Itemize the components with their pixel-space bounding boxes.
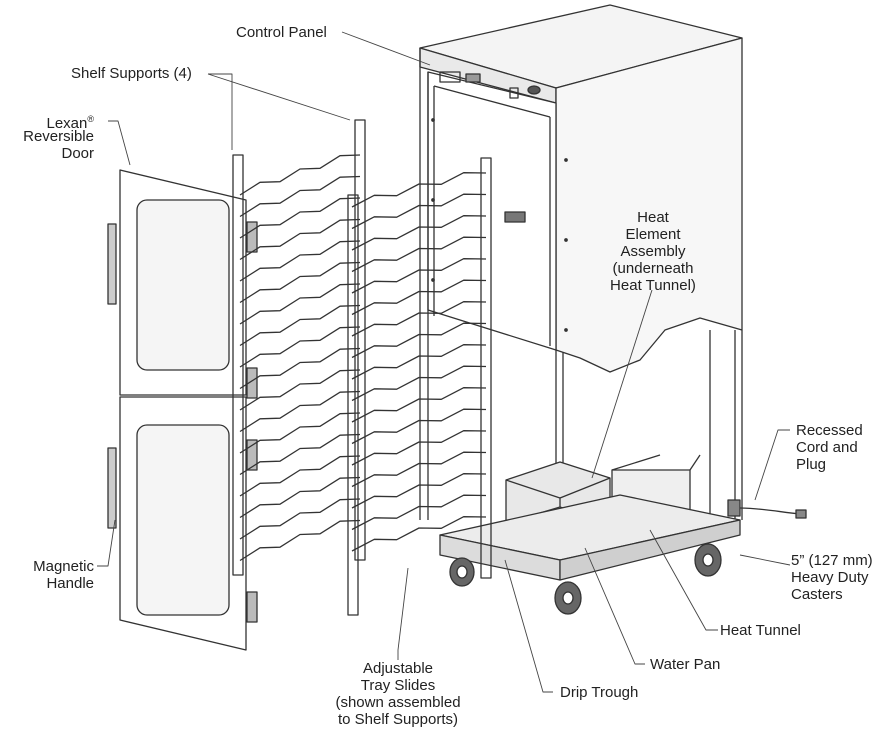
tray-slide-rail-left [239,326,361,368]
label-shelf-supports: Shelf Supports (4) [71,65,192,82]
label-magnetic-line2: Handle [46,575,94,592]
cabinet-body [419,4,807,581]
tray-slide-rail-left [239,283,361,325]
tray-slide-rail-right [351,193,487,230]
leader-lines [97,31,791,693]
tray-slide-rail-left [239,218,361,261]
tray-slide-rail-left [239,369,361,411]
label-water-pan: Water Pan [650,656,721,673]
tray-slide-rail-left [239,175,361,218]
label-heat-element-line1: Heat [637,209,669,226]
label-tray-line2: Tray Slides [360,677,436,694]
tray-slide-rail-left [239,433,361,476]
tray-slide-rail-left [239,347,361,390]
tray-slide-rail-left [239,304,361,347]
tray-slides [239,154,487,562]
registered-mark: ® [87,114,94,124]
label-heat-element-line3: Assembly [620,243,686,260]
label-heat-tunnel: Heat Tunnel [720,622,801,639]
label-control-panel: Control Panel [236,24,327,41]
label-casters-line3: Casters [791,586,843,603]
label-heat-element-line4: (underneath [612,260,694,277]
label-heat-element-line2: Element [625,226,681,243]
label-recessed-line2: Cord and [796,439,858,456]
tray-slide-rail-left [239,154,361,196]
tray-slide-rail-right [351,451,487,488]
tray-slide-rail-right [351,387,487,423]
shelf-supports [232,119,492,616]
label-lexan-door-line3: Door [61,145,94,162]
tray-slide-rail-left [239,519,361,562]
tray-slide-rail-left [239,476,361,519]
tray-slide-rail-left [239,390,361,433]
tray-slide-rail-right [351,473,487,509]
tray-slide-rail-right [351,430,487,466]
tray-slide-rail-right [351,516,487,552]
label-lexan-door-line1: Lexan® [10,111,94,132]
tray-slide-rail-left [239,412,361,454]
tray-slide-rail-left [239,261,361,304]
label-lexan-door-line2: Reversible [23,128,94,145]
tray-slide-rail-left [239,240,361,282]
label-casters-line2: Heavy Duty [791,569,869,586]
tray-slide-rail-right [351,215,487,251]
label-drip-trough: Drip Trough [560,684,639,701]
tray-slide-rail-right [351,258,487,294]
tray-slide-rail-left [239,197,361,239]
label-tray-line4: to Shelf Supports) [337,711,459,728]
casters [449,543,722,615]
label-recessed-line3: Plug [796,456,827,473]
tray-slide-rail-right [351,344,487,380]
label-heat-element-line5: Heat Tunnel) [610,277,696,294]
tray-slide-rail-right [351,301,487,337]
tray-slide-rail-right [351,322,487,359]
label-recessed-line1: Recessed [796,422,863,439]
tray-slide-rail-right [351,236,487,273]
tray-slide-rail-left [239,455,361,497]
tray-slide-rail-right [351,365,487,402]
lexan-door [107,169,258,651]
tray-slide-rail-right [351,279,487,316]
tray-slide-rail-left [239,498,361,540]
tray-slide-rail-right [351,494,487,531]
label-tray-line3: (shown assembled [335,694,461,711]
tray-slide-rail-right [351,172,487,208]
tray-slide-rail-right [351,408,487,445]
label-tray-line1: Adjustable [362,660,434,677]
label-magnetic-line1: Magnetic [33,558,94,575]
label-casters-line1: 5” (127 mm) [791,552,873,569]
lexan-text: Lexan [46,115,88,132]
